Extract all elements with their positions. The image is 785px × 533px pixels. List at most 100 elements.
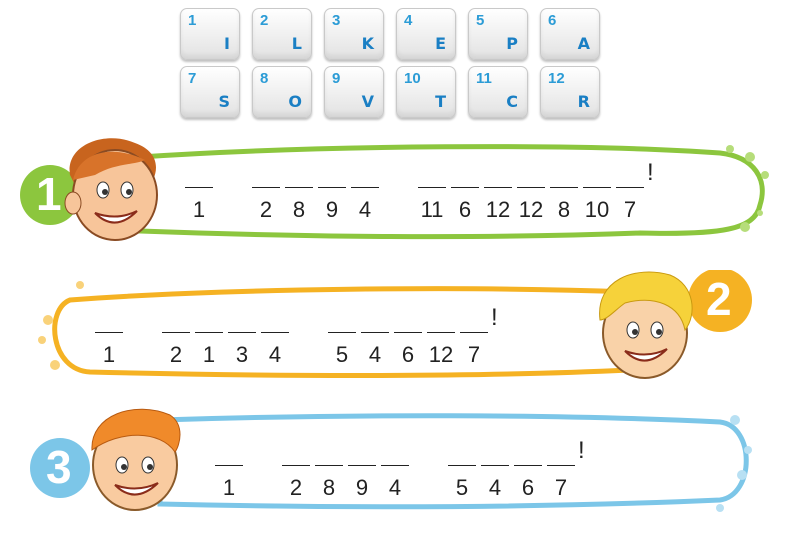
code-number: 5: [455, 475, 469, 500]
code-number: 12: [485, 197, 511, 222]
code-number: 10: [584, 197, 610, 222]
key-number: 7: [188, 70, 197, 87]
code-number: 12: [518, 197, 544, 222]
blank-line: [481, 465, 509, 466]
exclamation-mark: !: [647, 159, 654, 186]
blank-line: [282, 465, 310, 466]
code-number: 11: [420, 197, 444, 222]
code-number: 4: [268, 342, 282, 367]
key-number: 2: [260, 12, 269, 29]
blank-line: [381, 465, 409, 466]
blank-line: [95, 332, 123, 333]
code-number: 7: [554, 475, 568, 500]
blank-line: [318, 187, 346, 188]
key-letter: S: [218, 92, 230, 111]
key-number: 1: [188, 12, 197, 29]
blank-line: [394, 332, 422, 333]
blank-line: [215, 465, 243, 466]
code-number: 2: [289, 475, 303, 500]
badge-number-1: 1: [36, 168, 62, 220]
code-number: 12: [428, 342, 454, 367]
blank-line: [185, 187, 213, 188]
code-number: 1: [222, 475, 236, 500]
blank-line: [484, 187, 512, 188]
boy-face-icon: [64, 138, 158, 241]
key-number: 10: [404, 70, 421, 87]
blank-line: [418, 187, 446, 188]
code-number: 8: [322, 475, 336, 500]
blond-boy-face-icon: [599, 271, 693, 379]
code-number: 2: [259, 197, 273, 222]
code-number: 8: [557, 197, 571, 222]
key-letter: L: [291, 34, 302, 53]
badge-number-2: 2: [706, 273, 732, 325]
blank-line: [427, 332, 455, 333]
badge-number-3: 3: [46, 441, 72, 493]
blank-line: [517, 187, 545, 188]
code-number: 9: [325, 197, 339, 222]
blank-line: [228, 332, 256, 333]
code-number: 5: [335, 342, 349, 367]
blank-line: [162, 332, 190, 333]
code-number: 3: [235, 342, 249, 367]
code-number: 1: [192, 197, 206, 222]
blank-line: [550, 187, 578, 188]
blank-line: [448, 465, 476, 466]
code-number: 4: [368, 342, 382, 367]
code-number: 7: [623, 197, 637, 222]
blank-line: [285, 187, 313, 188]
key-letter: C: [506, 92, 518, 111]
code-number: 4: [388, 475, 402, 500]
blank-line: [460, 332, 488, 333]
blank-line: [261, 332, 289, 333]
key-number: 8: [260, 70, 269, 87]
blank-line: [514, 465, 542, 466]
key-number: 4: [404, 12, 413, 29]
key-number: 9: [332, 70, 341, 87]
key-number: 5: [476, 12, 485, 29]
key-letter: I: [224, 34, 230, 53]
key-number: 6: [548, 12, 557, 29]
key-letter: A: [577, 34, 590, 53]
exclamation-mark: !: [491, 304, 498, 331]
code-number: 6: [401, 342, 415, 367]
green-band-frame: [20, 144, 769, 240]
blank-line: [351, 187, 379, 188]
key-letter: K: [361, 34, 374, 53]
code-number: 9: [355, 475, 369, 500]
key-number: 11: [476, 70, 492, 87]
exclamation-mark: !: [578, 437, 585, 464]
code-number: 4: [358, 197, 372, 222]
code-number: 4: [488, 475, 502, 500]
key-letter: R: [577, 92, 590, 111]
blank-line: [328, 332, 356, 333]
key-letter: E: [435, 34, 446, 53]
code-number: 6: [458, 197, 472, 222]
code-number: 6: [521, 475, 535, 500]
blank-line: [195, 332, 223, 333]
key-letter: P: [506, 34, 518, 53]
key-number: 3: [332, 12, 341, 29]
blank-line: [361, 332, 389, 333]
key-letter: O: [288, 92, 302, 111]
code-number: 1: [102, 342, 116, 367]
key-letter: T: [435, 92, 446, 111]
blank-line: [547, 465, 575, 466]
key-letter: V: [361, 92, 374, 111]
code-number: 8: [292, 197, 306, 222]
